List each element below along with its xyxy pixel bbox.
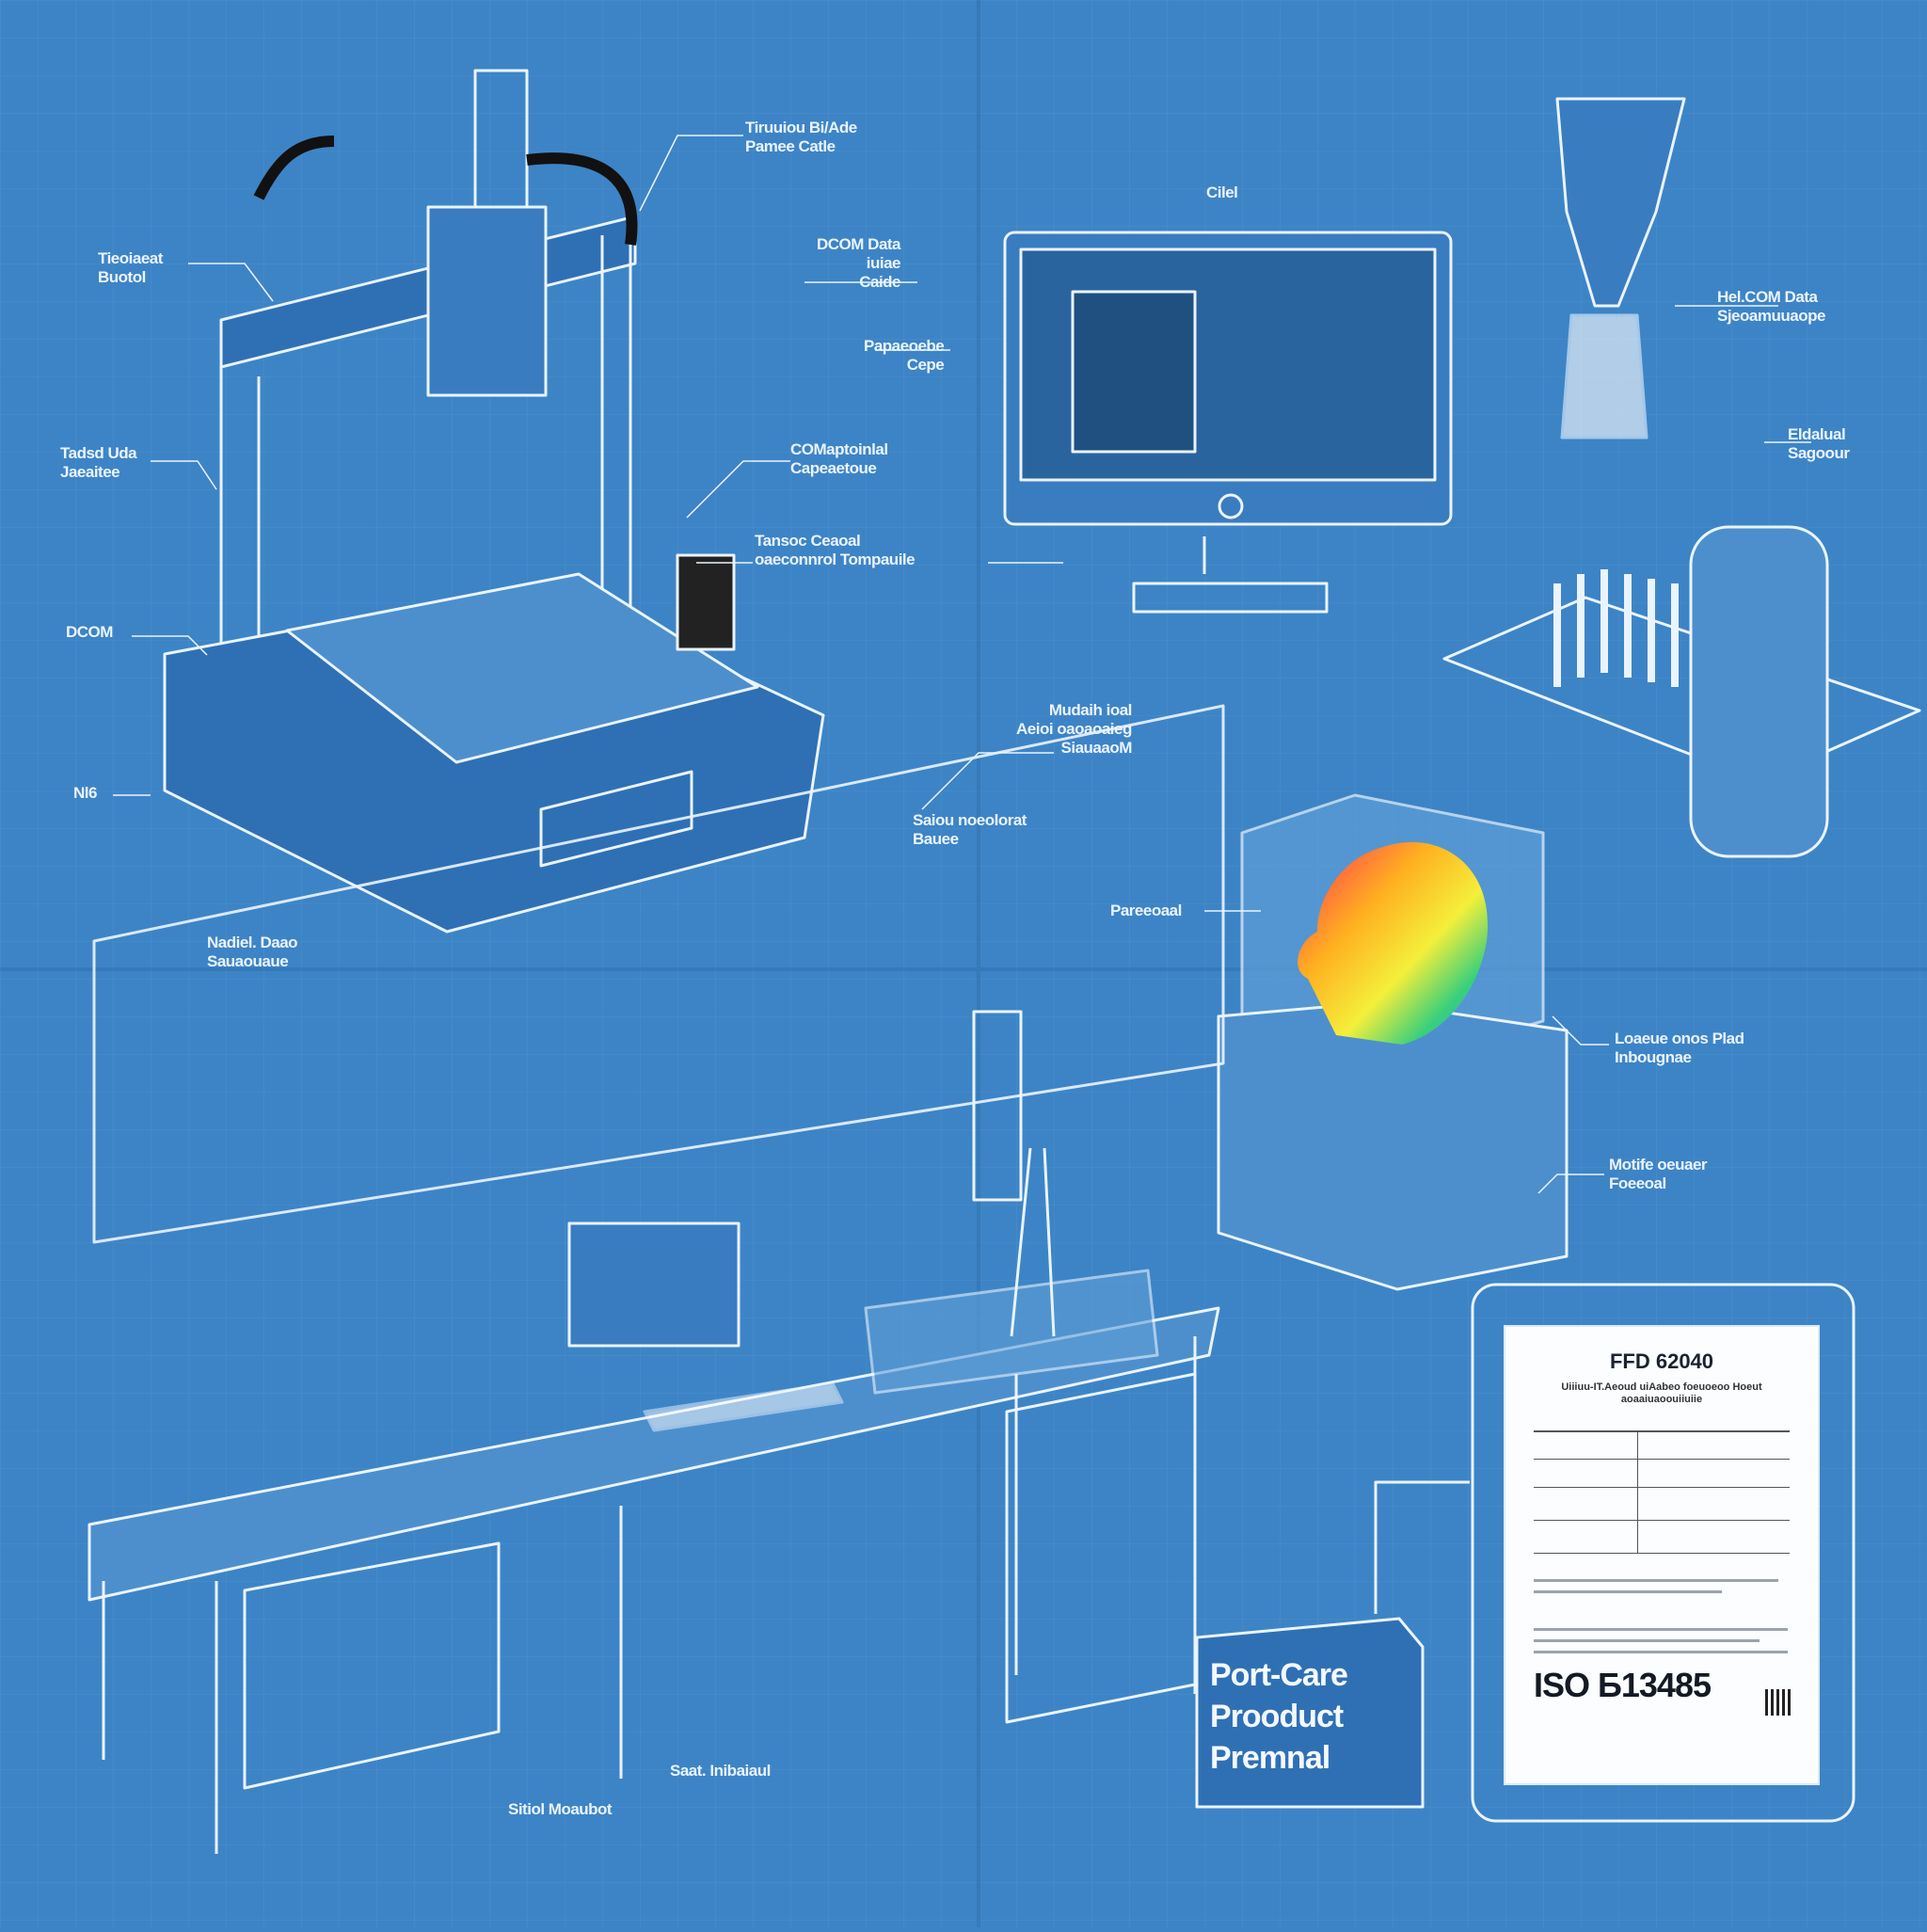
label-sample: Eldalual Sagoour <box>1788 425 1850 462</box>
label-dcom: DCOM <box>66 623 113 641</box>
label-head-model: Pareeoaal <box>1110 902 1182 919</box>
label-panel: Saiou noeolorat Bauee <box>913 811 1027 848</box>
iso-standard: ISO Б13485 <box>1534 1666 1712 1704</box>
certificate-frame <box>1471 1283 1855 1823</box>
post-care-label: Port-Care Prooduct Premnal <box>1210 1654 1404 1796</box>
label-build-plate: Mudaih ioal Aeioi oaoaoaieg SiauaaoM <box>1016 701 1132 757</box>
post-care-line-3: Premnal <box>1210 1740 1330 1776</box>
sample-rack <box>1442 525 1921 858</box>
label-model-data: Hel.COM Data Sjeoamuuaope <box>1717 288 1825 325</box>
head-display-case <box>1217 793 1569 1291</box>
label-cable-chain: Tiruuiou Bi/Ade Pamee Catle <box>745 119 857 155</box>
monitor <box>1003 231 1453 614</box>
label-foot: Nl6 <box>73 784 97 802</box>
certificate-subtitle: Uiiiuu-IT.Aeoud uiAabeo foeuoeoo Hoeut a… <box>1561 1381 1762 1405</box>
label-dicom-data: DCOM Data iuiae Caide <box>817 235 901 291</box>
label-controller: Tansoc Ceaoal oaeconnrol Tompauile <box>755 532 916 568</box>
lab-bench <box>88 704 1225 1854</box>
label-extruder: Tieoiaeat Buotol <box>98 249 163 286</box>
label-station: Sitiol Moaubot <box>508 1800 613 1818</box>
label-monitor: Cilel <box>1206 184 1238 201</box>
label-cabinet: Motife oeuaer Foeeoal <box>1609 1156 1708 1192</box>
leader-lines <box>113 135 1811 1194</box>
label-base: Nadiel. Daao Sauaouaue <box>207 934 298 970</box>
post-care-line-1: Port-Care <box>1210 1657 1348 1693</box>
label-frame: Tadsd Uda Jaeaitee <box>60 444 137 481</box>
certificate-code: FFD 62040 <box>1609 1349 1714 1373</box>
bone-model <box>1555 97 1686 439</box>
iso-certificate: FFD 62040 Uiiiuu-IT.Aeoud uiAabeo foeuoe… <box>1505 1327 1818 1783</box>
3d-printer <box>163 69 825 934</box>
qr-code <box>1765 1689 1792 1716</box>
label-enclosure: Loaeue onos Plad Inbougnae <box>1615 1030 1744 1066</box>
post-care-box <box>1195 1480 1470 1809</box>
label-component: COMaptoinlal Capeaetoue <box>790 440 888 477</box>
post-care-line-2: Prooduct <box>1210 1699 1344 1734</box>
label-bench: Saat. Inibaiaul <box>670 1762 771 1780</box>
label-screen: Papaeoebe Cepe <box>864 337 945 374</box>
